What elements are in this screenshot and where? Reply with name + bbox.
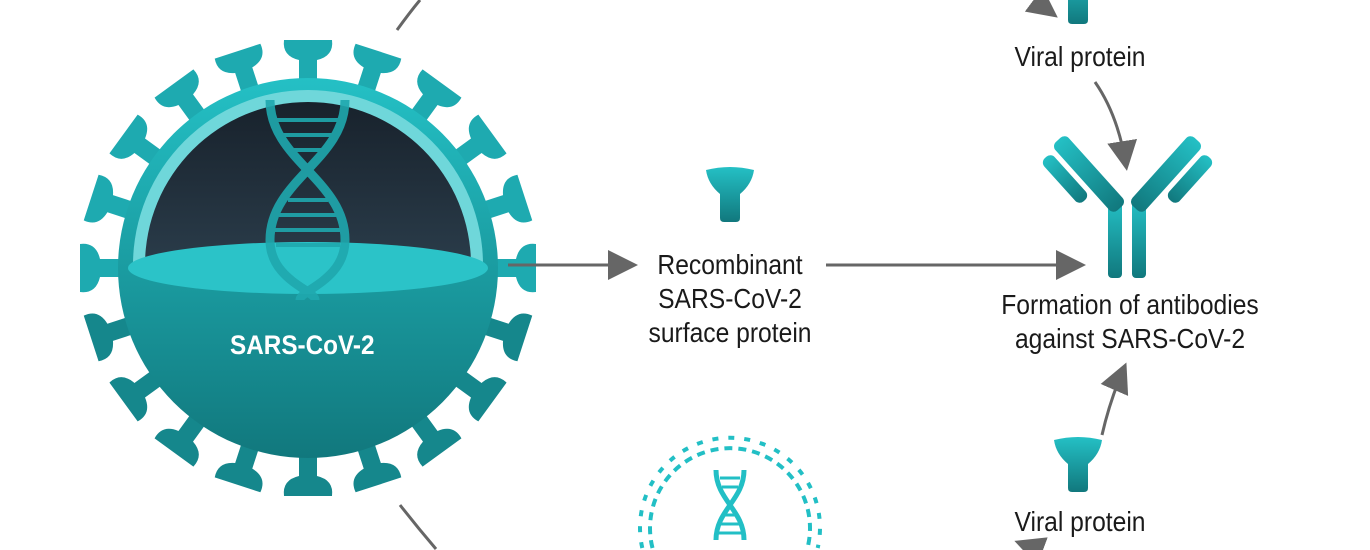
viral-protein-icon-bottom xyxy=(1054,437,1102,492)
label-line: SARS-CoV-2 xyxy=(658,283,802,314)
spike-icon xyxy=(481,174,533,223)
recombinant-protein-icon xyxy=(706,167,754,222)
antibodies-label: Formation of antibodies against SARS-CoV… xyxy=(980,288,1279,356)
mrna-vaccine-icon xyxy=(638,435,822,549)
spike-icon xyxy=(283,40,333,83)
spike-icon xyxy=(452,369,507,422)
spike-icon xyxy=(83,313,135,362)
spike-icon xyxy=(452,114,507,167)
spike-icon xyxy=(109,114,164,167)
viral-protein-icon-top xyxy=(1054,0,1102,24)
spike-icon xyxy=(409,69,462,124)
spike-icon xyxy=(154,69,207,124)
label-line: Recombinant xyxy=(657,249,803,280)
spike-icon xyxy=(109,369,164,422)
antibody-icon xyxy=(1042,136,1213,278)
top-viral-protein-label: Viral protein xyxy=(1014,41,1146,72)
arrows xyxy=(395,0,1138,550)
spike-icon xyxy=(353,43,402,95)
spike-icon xyxy=(214,441,263,493)
spike-icon xyxy=(214,43,263,95)
label-line: Formation of antibodies xyxy=(1001,289,1259,320)
virus-particle xyxy=(80,40,536,496)
spike-icon xyxy=(80,243,123,293)
bottom-viral-protein-label: Viral protein xyxy=(1014,506,1146,537)
spike-icon xyxy=(154,412,207,467)
virus-interior xyxy=(145,102,471,265)
recombinant-protein-label: Recombinant SARS-CoV-2 surface protein xyxy=(633,248,827,350)
label-line: surface protein xyxy=(648,317,812,348)
spike-icon xyxy=(409,412,462,467)
spike-icon xyxy=(493,243,536,293)
label-line: against SARS-CoV-2 xyxy=(1014,323,1246,354)
virus-label: SARS-CoV-2 xyxy=(230,330,375,360)
dna-icon xyxy=(265,99,350,302)
spike-icon xyxy=(283,453,333,496)
spike-icon xyxy=(481,313,533,362)
spike-icon xyxy=(353,441,402,493)
spike-proteins xyxy=(80,40,536,496)
spike-icon xyxy=(83,174,135,223)
